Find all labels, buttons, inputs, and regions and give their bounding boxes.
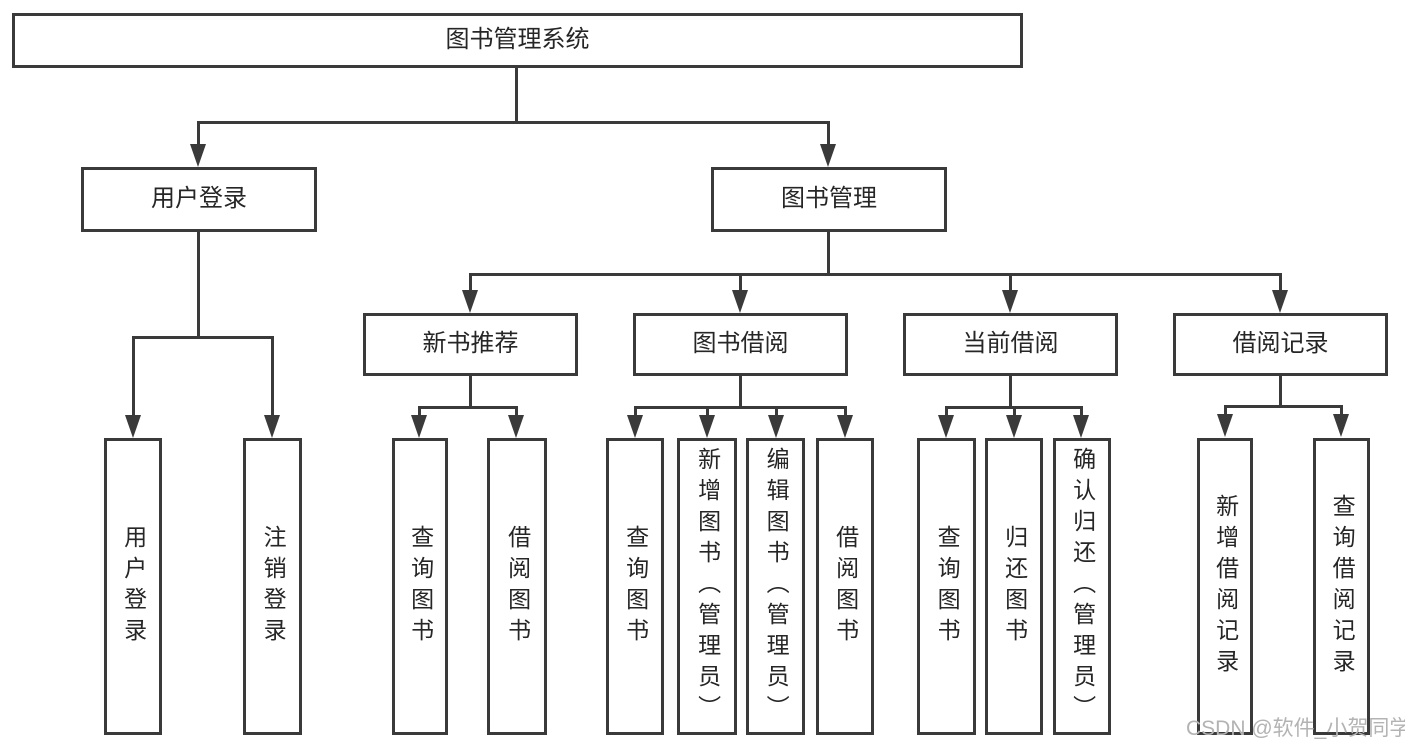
node-book-management: 图书管理 [711,167,947,232]
arrow-to-user-login-stem [197,121,200,149]
arrow-to-query-book-recommend-stem [418,406,421,420]
arrow-to-current-borrow-head [1002,290,1018,313]
leaf-borrow-book-borrow: 借阅图书 [816,438,874,735]
arrow-to-new-book-recommend-stem [469,273,472,295]
arrow-to-new-book-recommend-head [462,290,478,313]
connector-current-borrow-stem [1009,376,1012,408]
connector-book-mgmt-stem [827,232,830,275]
arrow-to-current-borrow-stem [1009,273,1012,295]
arrow-to-add-book-head [699,415,715,438]
arrow-to-add-borrow-record-head [1217,414,1233,437]
connector-borrow-records-stem [1279,376,1282,407]
connector-root-stem [515,68,518,123]
leaf-confirm-return-admin: 确认归还（管理员） [1053,438,1111,735]
arrow-to-user-login-head [190,144,206,167]
arrow-to-confirm-return-stem [1080,406,1083,420]
connector-user-login-stem [197,232,200,338]
arrow-to-add-borrow-record-stem [1224,405,1227,419]
arrow-to-leaf-logout-stem [271,336,274,420]
node-book-borrow: 图书借阅 [633,313,848,376]
arrow-to-query-book-current-head [938,415,954,438]
arrow-to-book-borrow-head [732,290,748,313]
leaf-edit-book-admin: 编辑图书（管理员） [746,438,805,735]
arrow-to-leaf-user-login-head [125,415,141,438]
arrow-to-borrow-book-recommend-head [508,415,524,438]
node-root: 图书管理系统 [12,13,1023,68]
arrow-to-borrow-book-borrow-head [837,415,853,438]
arrow-to-query-book-borrow-head [627,415,643,438]
leaf-add-book-admin: 新增图书（管理员） [677,438,737,735]
connector-book-borrow-stem [739,376,742,408]
leaf-query-book-recommend: 查询图书 [392,438,448,735]
arrow-to-query-borrow-record-head [1333,414,1349,437]
arrow-to-borrow-book-borrow-stem [844,406,847,420]
leaf-query-borrow-record: 查询借阅记录 [1313,438,1370,735]
connector-book-mgmt-bar [469,273,1281,276]
node-current-borrow: 当前借阅 [903,313,1118,376]
arrow-to-book-management-stem [827,121,830,149]
leaf-logout: 注销登录 [243,438,302,735]
connector-borrow-records-bar [1224,405,1343,408]
arrow-to-add-book-stem [706,406,709,420]
leaf-query-book-current: 查询图书 [917,438,976,735]
node-user-login: 用户登录 [81,167,317,232]
arrow-to-borrow-records-head [1272,290,1288,313]
arrow-to-edit-book-head [768,415,784,438]
connector-new-book-stem [469,376,472,408]
leaf-query-book-borrow: 查询图书 [606,438,664,735]
leaf-user-login: 用户登录 [104,438,162,735]
arrow-to-borrow-book-recommend-stem [515,406,518,420]
arrow-to-confirm-return-head [1073,415,1089,438]
arrow-to-edit-book-stem [775,406,778,420]
connector-root-bar [197,121,830,124]
arrow-to-return-book-head [1006,415,1022,438]
arrow-to-query-borrow-record-stem [1340,405,1343,419]
arrow-to-book-borrow-stem [739,273,742,295]
leaf-return-book: 归还图书 [985,438,1043,735]
arrow-to-query-book-recommend-head [411,415,427,438]
node-borrow-records: 借阅记录 [1173,313,1388,376]
arrow-to-query-book-borrow-stem [634,406,637,420]
arrow-to-book-management-head [820,144,836,167]
leaf-add-borrow-record: 新增借阅记录 [1197,438,1253,735]
arrow-to-query-book-current-stem [945,406,948,420]
arrow-to-leaf-logout-head [264,415,280,438]
connector-user-login-bar [132,336,274,339]
connector-book-borrow-bar [634,406,847,409]
arrow-to-leaf-user-login-stem [132,336,135,420]
connector-new-book-bar [418,406,518,409]
node-new-book-recommend: 新书推荐 [363,313,578,376]
csdn-watermark: CSDN @软件_小贺同学 [1186,717,1405,740]
arrow-to-return-book-stem [1013,406,1016,420]
arrow-to-borrow-records-stem [1279,273,1282,295]
leaf-borrow-book-recommend: 借阅图书 [487,438,547,735]
